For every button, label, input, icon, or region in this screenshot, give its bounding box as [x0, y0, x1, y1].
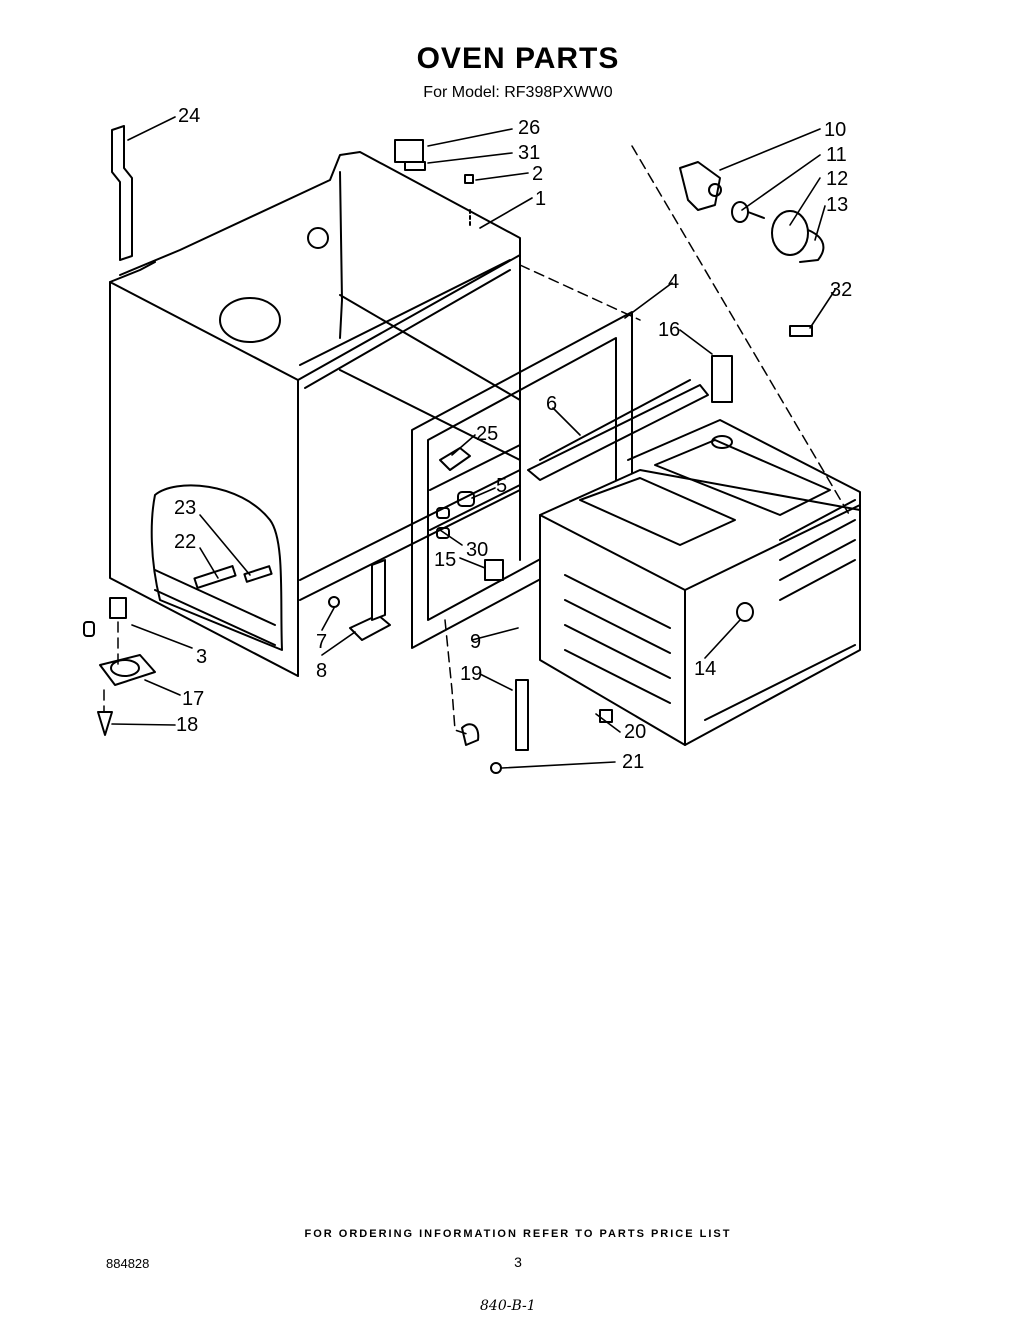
oven-light-assembly [679, 161, 825, 263]
callout-17: 17 [182, 688, 204, 710]
ordering-info-note: FOR ORDERING INFORMATION REFER TO PARTS … [304, 1228, 732, 1240]
callout-arrows [111, 116, 836, 769]
callout-32: 32 [830, 279, 852, 301]
cabinet-body [119, 151, 521, 601]
callout-6: 6 [546, 393, 557, 415]
callout-4: 4 [668, 271, 679, 293]
callout-23: 23 [174, 497, 196, 519]
part-6-element [527, 379, 709, 481]
callout-3: 3 [196, 646, 207, 668]
callout-24: 24 [178, 105, 200, 127]
callout-labels: 24 26 31 2 1 10 11 12 13 32 4 16 6 25 5 … [174, 105, 852, 773]
callout-25: 25 [476, 423, 498, 445]
callout-16: 16 [658, 319, 680, 341]
callout-20: 20 [624, 721, 646, 743]
callout-12: 12 [826, 168, 848, 190]
side-panel-cutaway [150, 484, 283, 651]
handwritten-note: 840-B-1 [480, 1298, 536, 1314]
callout-14: 14 [694, 658, 716, 680]
callout-19: 19 [460, 663, 482, 685]
callout-11: 11 [826, 144, 847, 166]
model-subtitle: For Model: RF398PXWW0 [423, 84, 613, 101]
callout-26: 26 [518, 117, 540, 139]
oven-rack [627, 419, 861, 641]
page-number: 3 [514, 1254, 522, 1270]
callout-18: 18 [176, 714, 198, 736]
document-number: 884828 [106, 1256, 150, 1271]
callout-7: 7 [316, 631, 327, 653]
connector-lines [103, 145, 851, 736]
callout-31: 31 [518, 142, 540, 164]
callout-13: 13 [826, 194, 848, 216]
callout-22: 22 [174, 531, 196, 553]
page-title: OVEN PARTS [416, 42, 620, 75]
callout-1: 1 [535, 188, 546, 210]
small-parts [83, 139, 813, 774]
callout-8: 8 [316, 660, 327, 682]
callout-2: 2 [532, 163, 543, 185]
callout-10: 10 [824, 119, 846, 141]
part-9-oven-liner [539, 439, 861, 746]
callout-5: 5 [496, 475, 507, 497]
callout-21: 21 [622, 751, 644, 773]
callout-9: 9 [470, 631, 481, 653]
part-24-bracket [111, 125, 133, 261]
callout-15: 15 [434, 549, 456, 571]
callout-30: 30 [466, 539, 488, 561]
